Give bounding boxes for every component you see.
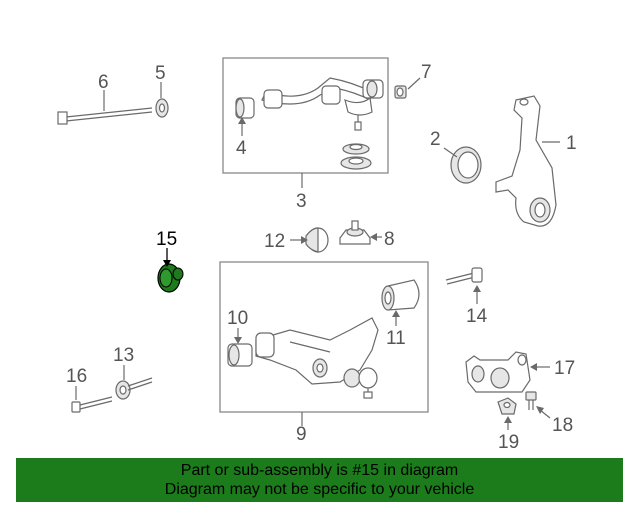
callout-1: 1 bbox=[566, 133, 577, 154]
part-14-bolt[interactable] bbox=[445, 267, 483, 285]
part-5-washer[interactable] bbox=[155, 98, 169, 118]
callout-13: 13 bbox=[113, 345, 134, 366]
upper-arm-assembly-box bbox=[222, 57, 389, 174]
part-1-knuckle[interactable] bbox=[495, 95, 557, 227]
banner-line-1: Part or sub-assembly is #15 in diagram bbox=[180, 462, 459, 479]
callout-8: 8 bbox=[384, 229, 395, 250]
part-4-bushing[interactable] bbox=[235, 97, 255, 119]
callout-6: 6 bbox=[98, 72, 109, 93]
arrow-14 bbox=[473, 285, 481, 292]
upper-control-arm[interactable] bbox=[261, 77, 384, 170]
arrow-17 bbox=[530, 363, 537, 371]
callout-18: 18 bbox=[552, 415, 573, 436]
callout-4: 4 bbox=[236, 138, 247, 159]
part-17-bracket[interactable] bbox=[465, 351, 531, 393]
banner-line-2: Diagram may not be specific to your vehi… bbox=[164, 481, 475, 498]
part-8-mount[interactable] bbox=[339, 220, 371, 245]
arrow-8 bbox=[370, 233, 377, 241]
arrow-10 bbox=[234, 337, 242, 344]
callout-17: 17 bbox=[554, 358, 575, 379]
callout-5: 5 bbox=[155, 63, 166, 84]
callout-19: 19 bbox=[498, 432, 519, 453]
part-16-bolt[interactable] bbox=[71, 396, 113, 413]
part-11-bushing[interactable] bbox=[381, 279, 420, 311]
leader-2 bbox=[443, 147, 458, 158]
part-15-bushing-highlighted[interactable] bbox=[157, 263, 184, 293]
part-7-nut[interactable] bbox=[394, 85, 407, 99]
info-banner: Part or sub-assembly is #15 in diagram D… bbox=[16, 458, 623, 502]
callout-14: 14 bbox=[466, 306, 488, 327]
arrow-12 bbox=[301, 236, 308, 244]
callout-16: 16 bbox=[66, 366, 87, 387]
arrow-18 bbox=[536, 406, 544, 414]
lower-control-arm[interactable] bbox=[255, 317, 379, 399]
part-18-bolt[interactable] bbox=[525, 391, 537, 410]
callout-7: 7 bbox=[421, 62, 432, 83]
callout-11: 11 bbox=[386, 328, 406, 349]
part-19-nut[interactable] bbox=[497, 397, 517, 415]
callout-15: 15 bbox=[156, 229, 177, 250]
callout-12: 12 bbox=[264, 231, 285, 252]
arrow-19 bbox=[504, 416, 512, 423]
part-12-cap[interactable] bbox=[305, 227, 329, 253]
part-6-bolt[interactable] bbox=[57, 107, 153, 125]
arrow-15 bbox=[163, 260, 171, 267]
callout-3: 3 bbox=[296, 191, 307, 212]
part-2-seal[interactable] bbox=[450, 146, 482, 184]
arrow-4 bbox=[238, 117, 246, 124]
part-13-cam[interactable] bbox=[115, 377, 153, 400]
part-10-bushing[interactable] bbox=[227, 343, 253, 367]
leader-7 bbox=[407, 77, 421, 90]
callout-2: 2 bbox=[430, 129, 441, 150]
lower-arm-assembly-box bbox=[219, 261, 429, 413]
callout-10: 10 bbox=[227, 308, 248, 329]
arrow-11 bbox=[392, 310, 400, 317]
callout-9: 9 bbox=[296, 424, 307, 445]
